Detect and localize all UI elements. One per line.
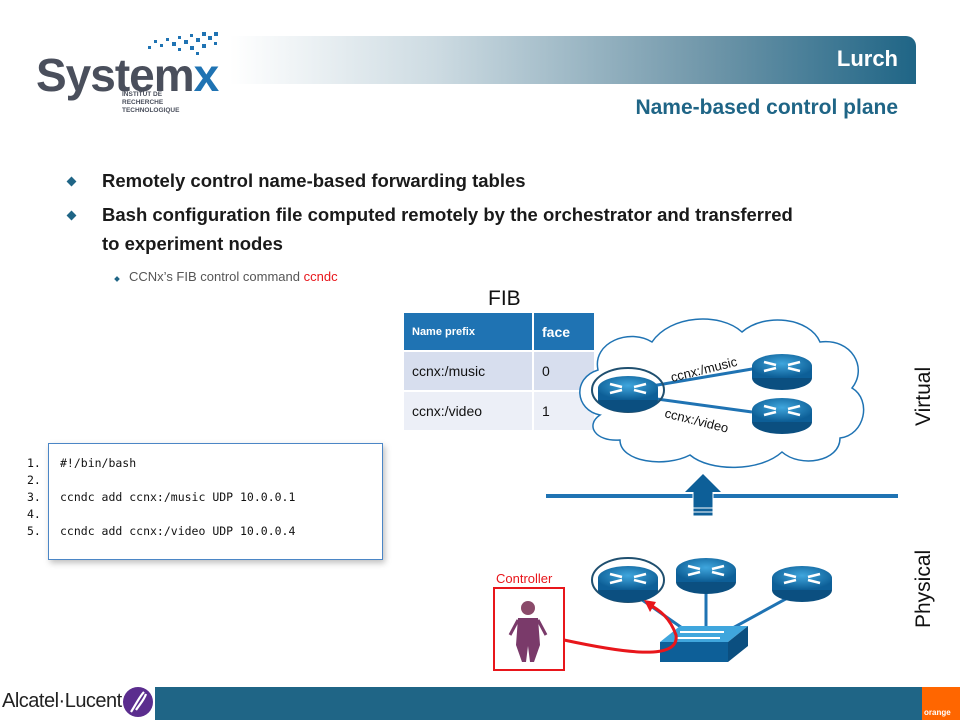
logo-mark: x (193, 49, 220, 101)
alcatel-lucent-logo: Alcatel·Lucent (2, 690, 122, 712)
code-line-number: 3. (27, 490, 41, 504)
router-icon (596, 564, 660, 604)
footer-bar (155, 687, 922, 720)
systemx-logo (30, 28, 230, 112)
control-arrow (563, 602, 678, 654)
sub-bullet: CCNx’s FIB control command ccndc (129, 269, 338, 284)
header-band (230, 36, 916, 84)
orange-logo-text: orange (924, 708, 951, 717)
fib-title: FIB (488, 287, 521, 310)
router-icon (750, 352, 814, 392)
code-line: #!/bin/bash (60, 456, 137, 470)
bullet-1: Remotely control name-based forwarding t… (102, 170, 526, 191)
logo-name: System (36, 49, 195, 101)
code-line: ccndc add ccnx:/music UDP 10.0.0.1 (60, 490, 296, 504)
fib-cell-prefix: ccnx:/music (404, 350, 534, 391)
router-icon (596, 374, 660, 414)
code-line: ccndc add ccnx:/video UDP 10.0.0.4 (60, 524, 296, 538)
virtual-label: Virtual (912, 366, 935, 426)
router-icon (770, 564, 834, 604)
switch-icon (660, 626, 748, 662)
section-title: Lurch (836, 46, 898, 71)
controller-label: Controller (496, 571, 553, 586)
slide-title: Name-based control plane (635, 96, 898, 119)
logo-subtitle-line1: INSTITUT DE RECHERCHE (122, 91, 164, 106)
physical-label: Physical (912, 549, 935, 628)
router-icon (674, 556, 738, 596)
fib-cell-prefix: ccnx:/video (404, 390, 534, 430)
control-arrow-head-icon (644, 600, 656, 612)
up-arrow-icon (685, 474, 721, 517)
table-row: ccnx:/video 1 (404, 390, 594, 430)
code-line-number: 5. (27, 524, 41, 538)
code-line-number: 2. (27, 473, 41, 487)
orange-logo (922, 687, 960, 720)
fib-table: Name prefix face ccnx:/music 0 ccnx:/vid… (404, 313, 594, 430)
table-row: ccnx:/music 0 (404, 350, 594, 391)
sub-bullet-diamond-icon (114, 276, 120, 282)
logo-subtitle-line2: TECHNOLOGIQUE (122, 107, 180, 114)
fib-header-row: Name prefix face (404, 313, 594, 351)
logo-subtitle: INSTITUT DE RECHERCHE TECHNOLOGIQUE (122, 91, 202, 115)
controller-figure-icon (508, 601, 548, 662)
router-icon (750, 396, 814, 436)
network-diagram: ccnx:/music ccnx:/video (493, 318, 898, 671)
logo-wordmark: Systemx (36, 48, 220, 102)
code-line-number: 4. (27, 507, 41, 521)
alcatel-lucent-mark-icon (123, 687, 153, 717)
bullet-2: Bash configuration file computed remotel… (102, 204, 793, 225)
fib-cell-face: 1 (533, 390, 594, 430)
code-box (48, 443, 383, 560)
code-line-number: 1. (27, 456, 41, 470)
logo-dots-icon (148, 32, 218, 55)
bullet-2-cont: to experiment nodes (102, 233, 283, 254)
fib-header-face: face (533, 313, 594, 351)
fib-header-name-prefix: Name prefix (404, 313, 534, 351)
bullet-diamond-icon (66, 210, 77, 221)
sub-bullet-command: ccndc (303, 269, 338, 284)
bullet-diamond-icon (66, 176, 77, 187)
sub-bullet-text: CCNx’s FIB control command (129, 269, 300, 284)
